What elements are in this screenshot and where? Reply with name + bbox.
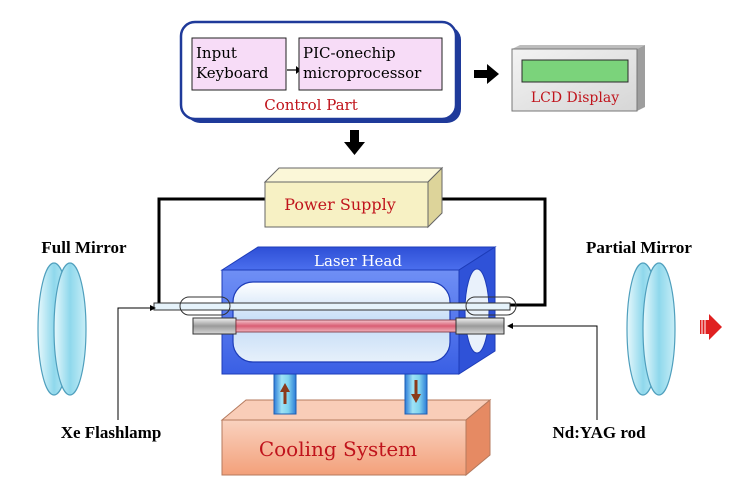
rod-holder-left bbox=[192, 317, 237, 335]
lcd-display-label: LCD Display bbox=[531, 90, 619, 106]
lcd-side-face bbox=[637, 45, 645, 111]
nd-yag-rod-label: Nd:YAG rod bbox=[552, 423, 646, 442]
lcd-top-face bbox=[512, 45, 645, 49]
xe-flashlamp-label: Xe Flashlamp bbox=[61, 423, 162, 442]
partial-mirror-label: Partial Mirror bbox=[586, 238, 692, 257]
nd-yag-rod-assembly bbox=[192, 317, 505, 335]
wire-left bbox=[157, 197, 265, 305]
laser-head-side-window bbox=[464, 268, 490, 354]
wire-right bbox=[427, 197, 547, 307]
coolant-pipe-inlet bbox=[273, 369, 297, 415]
control-part-label: Control Part bbox=[264, 96, 358, 114]
coolant-pipe-outlet bbox=[404, 369, 428, 415]
flashlamp-electrode-right bbox=[465, 296, 517, 316]
cooling-front bbox=[221, 419, 467, 476]
laser-head-label: Laser Head bbox=[314, 252, 402, 270]
flashlamp-electrode-left bbox=[179, 296, 231, 316]
coolant-up-arrow bbox=[280, 383, 290, 392]
microprocessor-box bbox=[298, 37, 443, 91]
microprocessor-line2: microprocessor bbox=[303, 64, 422, 82]
cooling-system: Cooling System bbox=[220, 398, 492, 477]
output-beam-arrow bbox=[700, 314, 722, 340]
microprocessor-line1: PIC-onechip bbox=[303, 44, 396, 62]
flashlamp-tube bbox=[153, 302, 511, 311]
control-to-lcd-arrow bbox=[474, 64, 499, 84]
control-part: Input Keyboard PIC-onechip microprocesso… bbox=[179, 20, 461, 123]
input-keyboard-line2: Keyboard bbox=[196, 64, 269, 82]
cooling-system-label: Cooling System bbox=[259, 437, 417, 461]
label-leaders bbox=[117, 305, 598, 420]
power-supply-top bbox=[263, 167, 444, 183]
full-mirror bbox=[37, 262, 87, 396]
power-supply: Power Supply bbox=[263, 166, 444, 229]
cooling-top bbox=[220, 399, 492, 421]
lcd-screen bbox=[521, 59, 629, 83]
power-supply-front bbox=[264, 181, 429, 228]
power-wires bbox=[157, 197, 547, 307]
partial-mirror bbox=[626, 262, 676, 396]
nd-yag-leader bbox=[512, 325, 598, 420]
rod-holder-right bbox=[455, 317, 505, 335]
power-supply-label: Power Supply bbox=[284, 195, 396, 214]
control-to-power-arrow bbox=[344, 130, 365, 155]
xe-flashlamp bbox=[153, 296, 517, 316]
full-mirror-label: Full Mirror bbox=[41, 238, 127, 257]
coolant-down-arrow bbox=[411, 394, 421, 403]
lcd-display: LCD Display bbox=[511, 45, 645, 112]
input-keyboard-box bbox=[191, 37, 287, 91]
input-keyboard-line1: Input bbox=[196, 44, 237, 62]
xe-flashlamp-leader bbox=[117, 307, 150, 420]
nd-yag-rod bbox=[235, 319, 457, 333]
